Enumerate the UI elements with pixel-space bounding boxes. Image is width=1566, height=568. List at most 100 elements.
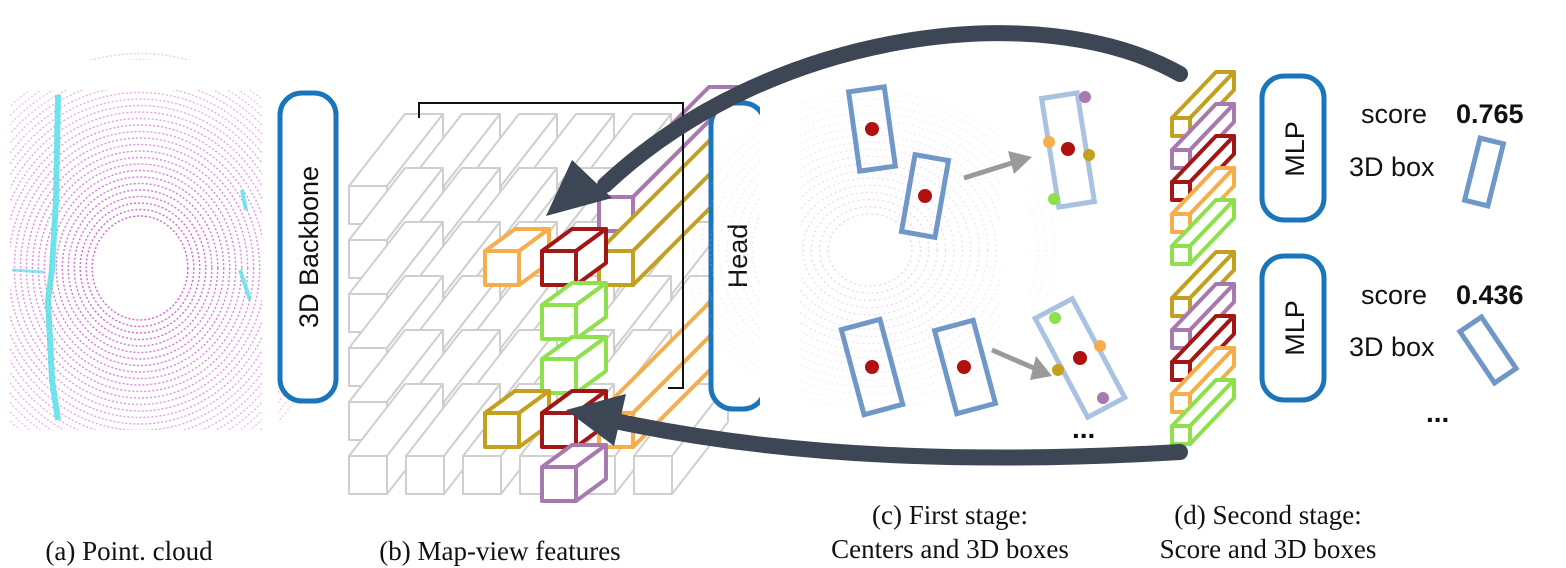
first-stage-panel [684,60,1129,480]
highlight-cell [540,443,608,503]
cloud-mask-bottom [0,430,278,490]
caption-d-line1: (d) Second stage: [1174,500,1362,530]
highlight-cell [540,335,608,395]
output-box-2 [1456,313,1520,387]
mlp-block-2: MLP [1259,253,1327,403]
road-points [11,268,45,274]
highlight-cell [483,389,551,449]
bottom-curved-arrow [612,414,1188,466]
box-edge-point [1052,364,1064,376]
refined-box [1038,90,1098,210]
sensor-hole [110,234,170,302]
faint-scan-ring [701,105,1039,395]
faint-scan-ring [760,155,980,345]
detected-box [898,151,952,241]
scan-ring [31,150,249,386]
box-center [865,360,879,374]
caption-c-line1: (c) First stage: [872,500,1028,530]
box-edge-point [1094,340,1106,352]
feature-bracket [418,102,684,389]
scan-ring [37,156,243,380]
scan-ring [73,195,207,341]
faint-mask-left [760,60,800,480]
stack-feature [1170,198,1236,266]
caption-d-line2: Score and 3D boxes [1159,534,1377,564]
score-label-1: score [1361,99,1427,129]
first-stage-ellipsis: ... [1072,413,1095,444]
second-stage-feature-stacks [1170,70,1236,446]
feedback-arrows [546,25,1188,466]
gray-arrowhead-bottom [1030,356,1052,380]
feature-stack-1 [1170,70,1236,266]
gray-arrow-top [963,159,1016,181]
caption-b-line1: (b) Map-view features [379,536,621,566]
box-edge-point [1083,149,1095,161]
faint-scan-ring [802,191,938,309]
cloud-mask-right [262,60,278,480]
box-edge-point [1097,392,1109,404]
detected-box [838,316,906,418]
caption-b: (b) Map-view features [340,534,660,568]
faint-scan-ring [827,213,913,287]
top-curved-arrow [597,25,1188,193]
bottom-arrowhead [566,394,626,446]
score-value-1: 0.765 [1456,99,1524,129]
head-label: Head [723,224,753,289]
faint-scan-ring [684,91,1056,409]
box-edge-point [1048,193,1060,205]
detected-box [845,84,899,174]
map-view-feature-grid [348,85,745,503]
faint-mask-right [1000,60,1030,480]
backbone-label: 3D Backbone [294,166,324,328]
box-edge-point [1043,136,1055,148]
scan-ring [79,202,201,334]
output-1: score 0.765 3D box [1349,99,1524,209]
wall-points-right [238,189,252,301]
box-center [1061,142,1075,156]
scan-ring [55,176,225,360]
caption-a: (a) Point. cloud [14,534,244,568]
faint-scan-ring [818,206,921,294]
faint-scan-ring [751,148,989,352]
faint-scan-ring [743,141,997,359]
scan-ring [19,137,261,399]
highlight-cell [540,227,608,287]
caption-c: (c) First stage: Centers and 3D boxes [790,498,1110,566]
mlp-label-2: MLP [1280,300,1310,356]
grid-cell [348,383,444,495]
gray-arrow-bottom [991,347,1037,372]
faint-scan-ring [793,184,947,316]
box-center [957,360,971,374]
wall-points-left [44,94,61,421]
highlight-cell [540,281,608,341]
mlp-label-1: MLP [1280,121,1310,177]
faint-scan-ring [810,199,930,302]
backbone-block: 3D Backbone [277,90,339,404]
stack-feature [1170,378,1236,446]
scan-ring [91,215,189,321]
faint-scan-ring [768,163,972,338]
box-center [1073,351,1087,365]
output-2: score 0.436 3D box [1349,280,1524,387]
box-center [918,189,932,203]
box-label-1: 3D box [1349,152,1435,182]
cloud-mask-left [0,60,10,480]
top-arrowhead [546,160,612,216]
mlp-block-1: MLP [1259,73,1327,223]
box-center [865,122,879,136]
point-cloud-image [0,52,338,490]
box-edge-point [1049,312,1061,324]
scan-ring [61,182,219,354]
feature-stack-2 [1170,250,1236,446]
highlight-cell [483,227,551,287]
scan-ring [43,163,237,373]
detected-box [931,317,999,417]
caption-d: (d) Second stage: Score and 3D boxes [1148,498,1388,566]
scan-ring [85,208,195,328]
cloud-mask-top [0,60,278,90]
faint-scan-ring [692,98,1047,402]
score-value-2: 0.436 [1456,280,1524,310]
output-ellipsis: ... [1426,397,1449,428]
score-label-2: score [1361,280,1427,310]
